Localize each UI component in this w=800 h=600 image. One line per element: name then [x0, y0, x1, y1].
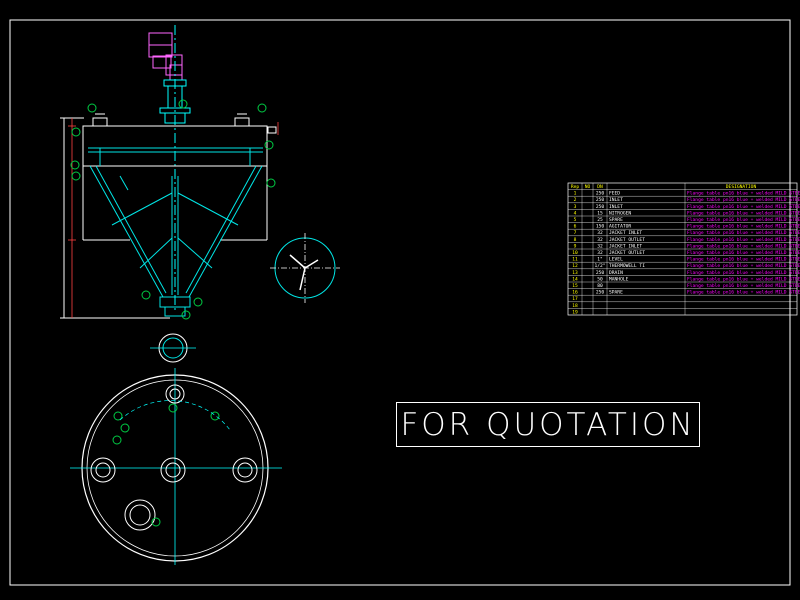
- table-service-cell: SPARE: [609, 290, 623, 296]
- table-spec-cell: Flange table pn16 blue + welded MILD STE…: [687, 270, 800, 276]
- agitator-motor: [148, 32, 183, 81]
- table-service-cell: LEVEL: [609, 257, 623, 263]
- table-dn-cell: 32: [597, 243, 603, 249]
- table-rep-cell: 6: [574, 224, 577, 230]
- table-spec-cell: Flange table pn16 blue + welded MILD STE…: [687, 237, 800, 243]
- table-service-cell: SPARE: [609, 217, 623, 223]
- agitator-drive-support: [159, 25, 191, 310]
- table-spec-cell: Flange table pn16 blue + welded MILD STE…: [687, 204, 800, 210]
- table-spec-cell: Flange table pn16 blue + welded MILD STE…: [687, 197, 800, 203]
- table-dn-cell: 32: [597, 230, 603, 236]
- table-spec-cell: Flange table pn16 blue + welded MILD STE…: [687, 290, 800, 296]
- table-service-cell: JACKET OUTLET: [609, 250, 645, 256]
- dimension-lines: [68, 118, 279, 318]
- table-service-cell: JACKET OUTLET: [609, 237, 645, 243]
- table-service-cell: JACKET INLET: [609, 243, 642, 249]
- table-dn-cell: 250: [596, 197, 605, 203]
- table-header-cell: DN: [597, 184, 603, 190]
- sheet-frame: [9, 19, 791, 586]
- vessel-outline: [60, 117, 268, 319]
- table-dn-cell: 50: [597, 276, 603, 282]
- table-dn-cell: 250: [596, 290, 605, 296]
- table-rep-cell: 10: [572, 250, 578, 256]
- table-rep-cell: 16: [572, 290, 578, 296]
- top-nozzles: [92, 113, 277, 134]
- table-spec-cell: Flange table pn16 blue + welded MILD STE…: [687, 224, 800, 230]
- agitator-section-detail: [270, 233, 340, 303]
- table-rep-cell: 8: [574, 237, 577, 243]
- for-quotation-stamp: FOR QUOTATION: [396, 402, 700, 447]
- table-rep-cell: 5: [574, 217, 577, 223]
- table-dn-cell: 80: [597, 283, 603, 289]
- table-rep-cell: 9: [574, 243, 577, 249]
- table-service-cell: INLET: [609, 204, 623, 210]
- table-rep-cell: 14: [572, 276, 578, 282]
- table-dn-cell: 32: [597, 250, 603, 256]
- table-rep-cell: 4: [574, 210, 577, 216]
- table-rep-cell: 18: [572, 303, 578, 309]
- table-service-cell: FEED: [609, 191, 620, 197]
- table-dn-cell: 25: [597, 217, 603, 223]
- table-dn-cell: 1/2": [594, 263, 605, 269]
- table-dn-cell: 32: [597, 237, 603, 243]
- table-spec-cell: Flange table pn16 blue + welded MILD STE…: [687, 217, 800, 223]
- table-dn-cell: 15: [597, 210, 603, 216]
- table-spec-cell: Flange table pn16 blue + welded MILD STE…: [687, 210, 800, 216]
- table-spec-cell: Flange table pn16 blue + welded MILD STE…: [687, 191, 800, 197]
- table-rep-cell: 7: [574, 230, 577, 236]
- cone-structure: [88, 147, 263, 317]
- table-dn-cell: 250: [596, 270, 605, 276]
- table-rep-cell: 17: [572, 296, 578, 302]
- elevation-view: [60, 25, 279, 320]
- table-dn-cell: 250: [596, 191, 605, 197]
- table-service-cell: THERMOWELL TI: [609, 263, 645, 269]
- table-spec-cell: Flange table pn16 blue + welded MILD STE…: [687, 243, 800, 249]
- table-dn-cell: 1": [597, 257, 603, 263]
- elevation-balloons: [70, 99, 276, 320]
- table-rep-cell: 1: [574, 191, 577, 197]
- table-service-cell: AGITATOR: [609, 224, 631, 230]
- table-spec-cell: Flange table pn16 blue + welded MILD STE…: [687, 230, 800, 236]
- table-rep-cell: 12: [572, 263, 578, 269]
- table-service-cell: INLET: [609, 197, 623, 203]
- table-header-cell: NO: [585, 184, 591, 190]
- table-spec-cell: Flange table pn16 blue + welded MILD STE…: [687, 276, 800, 282]
- table-spec-cell: Flange table pn16 blue + welded MILD STE…: [687, 257, 800, 263]
- table-spec-cell: Flange table pn16 blue + welded MILD STE…: [687, 283, 800, 289]
- table-dn-cell: 150: [596, 224, 605, 230]
- table-service-cell: MANHOLE: [609, 276, 629, 282]
- table-dn-cell: 250: [596, 204, 605, 210]
- table-rep-cell: 2: [574, 197, 577, 203]
- table-rep-cell: 19: [572, 309, 578, 315]
- table-rep-cell: 15: [572, 283, 578, 289]
- table-service-cell: DRAIN: [609, 270, 623, 276]
- table-service-cell: JACKET INLET: [609, 230, 642, 236]
- table-service-cell: NITROGEN: [609, 210, 631, 216]
- table-spec-cell: Flange table pn16 blue + welded MILD STE…: [687, 250, 800, 256]
- table-spec-cell: Flange table pn16 blue + welded MILD STE…: [687, 263, 800, 269]
- table-header-cell: Rep: [571, 184, 580, 190]
- table-rep-cell: 3: [574, 204, 577, 210]
- plan-view: [70, 333, 282, 565]
- table-header-cell: DESIGNATION: [726, 184, 757, 190]
- table-rep-cell: 13: [572, 270, 578, 276]
- table-rep-cell: 11: [572, 257, 578, 263]
